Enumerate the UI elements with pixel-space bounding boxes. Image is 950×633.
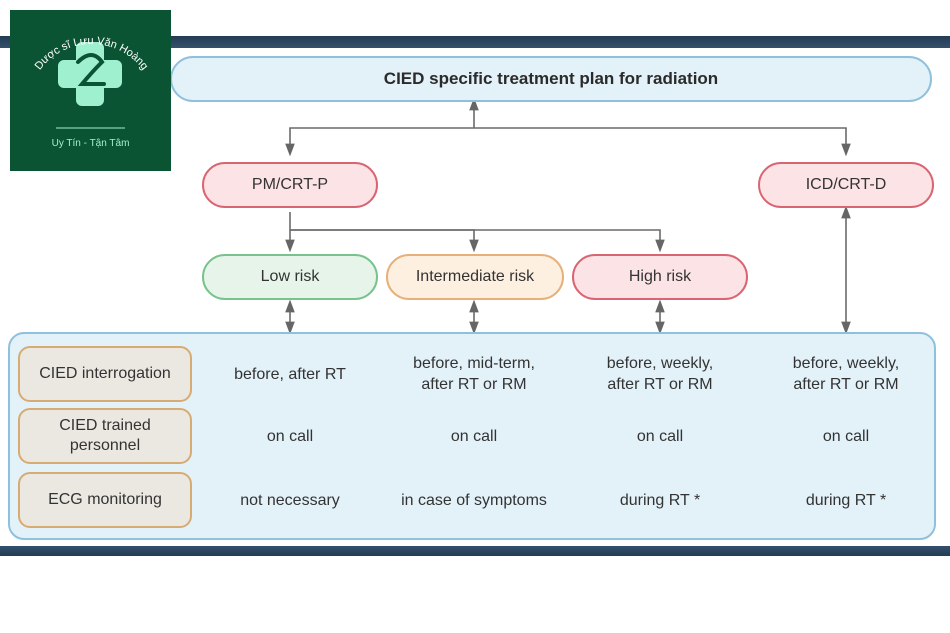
cell-personnel-high: on call — [636, 427, 684, 445]
pharmacist-logo: Dược sĩ Lưu Văn Hoàng Uy Tín - Tận Tâm — [10, 10, 171, 171]
device-split-line — [285, 127, 851, 157]
header-band — [0, 36, 950, 48]
logo-tagline: Uy Tín - Tận Tâm — [51, 138, 130, 149]
cell-interrogation-intermediate: before, mid-term, after RT or RM — [413, 355, 535, 393]
row-label-cied-trained-personnel: CIED trained personnel — [18, 408, 192, 464]
cell-personnel-icd: on call — [822, 427, 870, 445]
pm-to-intermediate-line — [290, 229, 479, 253]
cell-ecg-low: not necessary — [240, 491, 340, 509]
pm-to-high-line — [290, 229, 665, 253]
medical-cross-icon: Dược sĩ Lưu Văn Hoàng — [33, 35, 150, 129]
cell-ecg-intermediate: in case of symptoms — [401, 491, 547, 509]
row-label-cied-interrogation: CIED interrogation — [18, 346, 192, 402]
cell-interrogation-high: before, weekly, after RT or RM — [606, 355, 714, 393]
row-label-ecg-monitoring: ECG monitoring — [18, 472, 192, 528]
device-pm-crt-p: PM/CRT-P — [202, 162, 378, 208]
risk-intermediate: Intermediate risk — [386, 254, 564, 300]
cell-interrogation-low: before, after RT — [234, 365, 346, 383]
risk-low: Low risk — [202, 254, 378, 300]
cell-personnel-intermediate: on call — [450, 427, 498, 445]
cell-ecg-high: during RT * — [619, 491, 701, 509]
device-icd-crt-d: ICD/CRT-D — [758, 162, 934, 208]
cell-interrogation-icd: before, weekly, after RT or RM — [792, 355, 900, 393]
footer-band — [0, 546, 950, 556]
risk-high: High risk — [572, 254, 748, 300]
cell-personnel-low: on call — [266, 427, 314, 445]
diagram-title: CIED specific treatment plan for radiati… — [170, 56, 932, 102]
cell-ecg-icd: during RT * — [805, 491, 887, 509]
